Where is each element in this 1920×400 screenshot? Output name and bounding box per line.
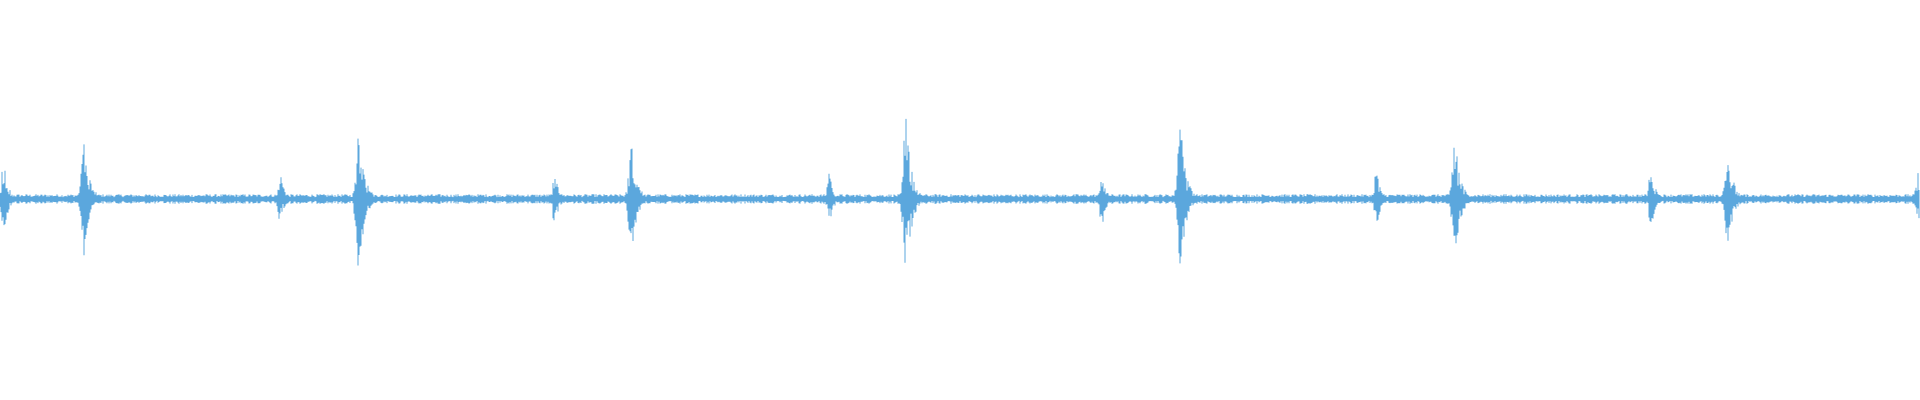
waveform-burst-3 — [273, 177, 299, 219]
waveform-burst-5 — [548, 179, 573, 221]
waveform-burst-1 — [0, 170, 22, 226]
waveform-burst-12 — [1446, 147, 1480, 244]
waveform-burst-4 — [350, 138, 384, 266]
waveform-burst-8 — [897, 118, 931, 263]
waveform-samples — [0, 118, 1920, 266]
waveform-burst-7 — [822, 173, 848, 217]
waveform-burst-14 — [1719, 165, 1752, 241]
waveform-burst-10 — [1171, 129, 1205, 264]
waveform-burst-9 — [1095, 182, 1121, 222]
waveform-burst-13 — [1644, 177, 1670, 222]
waveform-burst-6 — [622, 148, 656, 241]
waveform-burst-2 — [75, 144, 109, 256]
waveform-burst-15 — [1911, 173, 1920, 219]
waveform-burst-11 — [1369, 175, 1395, 221]
